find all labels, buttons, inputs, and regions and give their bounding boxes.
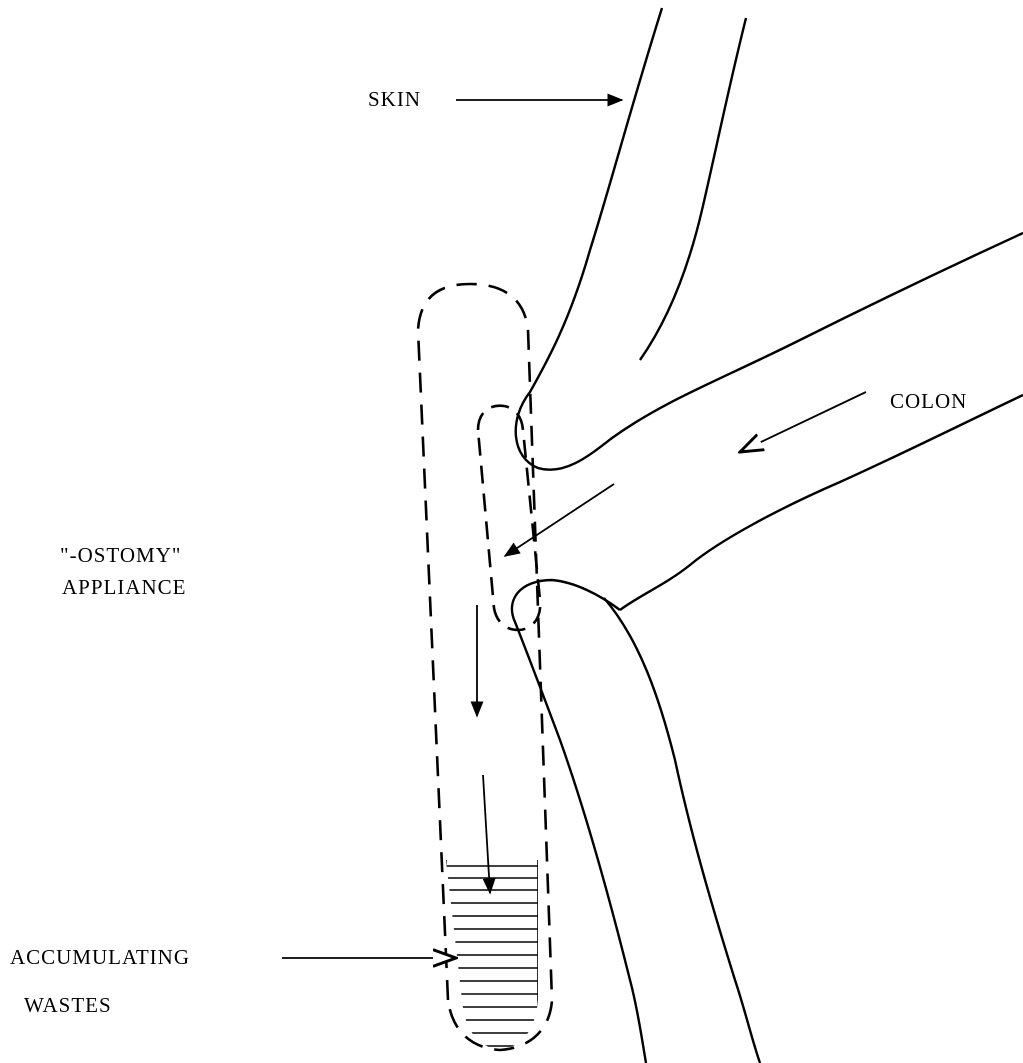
appliance-label-line2: APPLIANCE bbox=[62, 572, 187, 602]
stoma-lower-lip bbox=[512, 580, 646, 1063]
flow-arrow-down-lower bbox=[483, 775, 490, 893]
accumulating-wastes-fill bbox=[440, 860, 560, 1050]
wastes-label-line2: WASTES bbox=[24, 990, 112, 1020]
skin-outer-outline bbox=[640, 18, 746, 360]
flow-arrow-colon bbox=[740, 392, 866, 452]
skin-label: SKIN bbox=[368, 84, 421, 114]
appliance-label-line1: "-OSTOMY" bbox=[60, 540, 181, 570]
skin-lower-outline bbox=[604, 598, 760, 1063]
wastes-label-line1: ACCUMULATING bbox=[10, 942, 190, 972]
flow-arrow-stoma bbox=[505, 484, 614, 556]
colon-lower-outline bbox=[620, 395, 1023, 610]
colon-label: COLON bbox=[890, 386, 967, 416]
